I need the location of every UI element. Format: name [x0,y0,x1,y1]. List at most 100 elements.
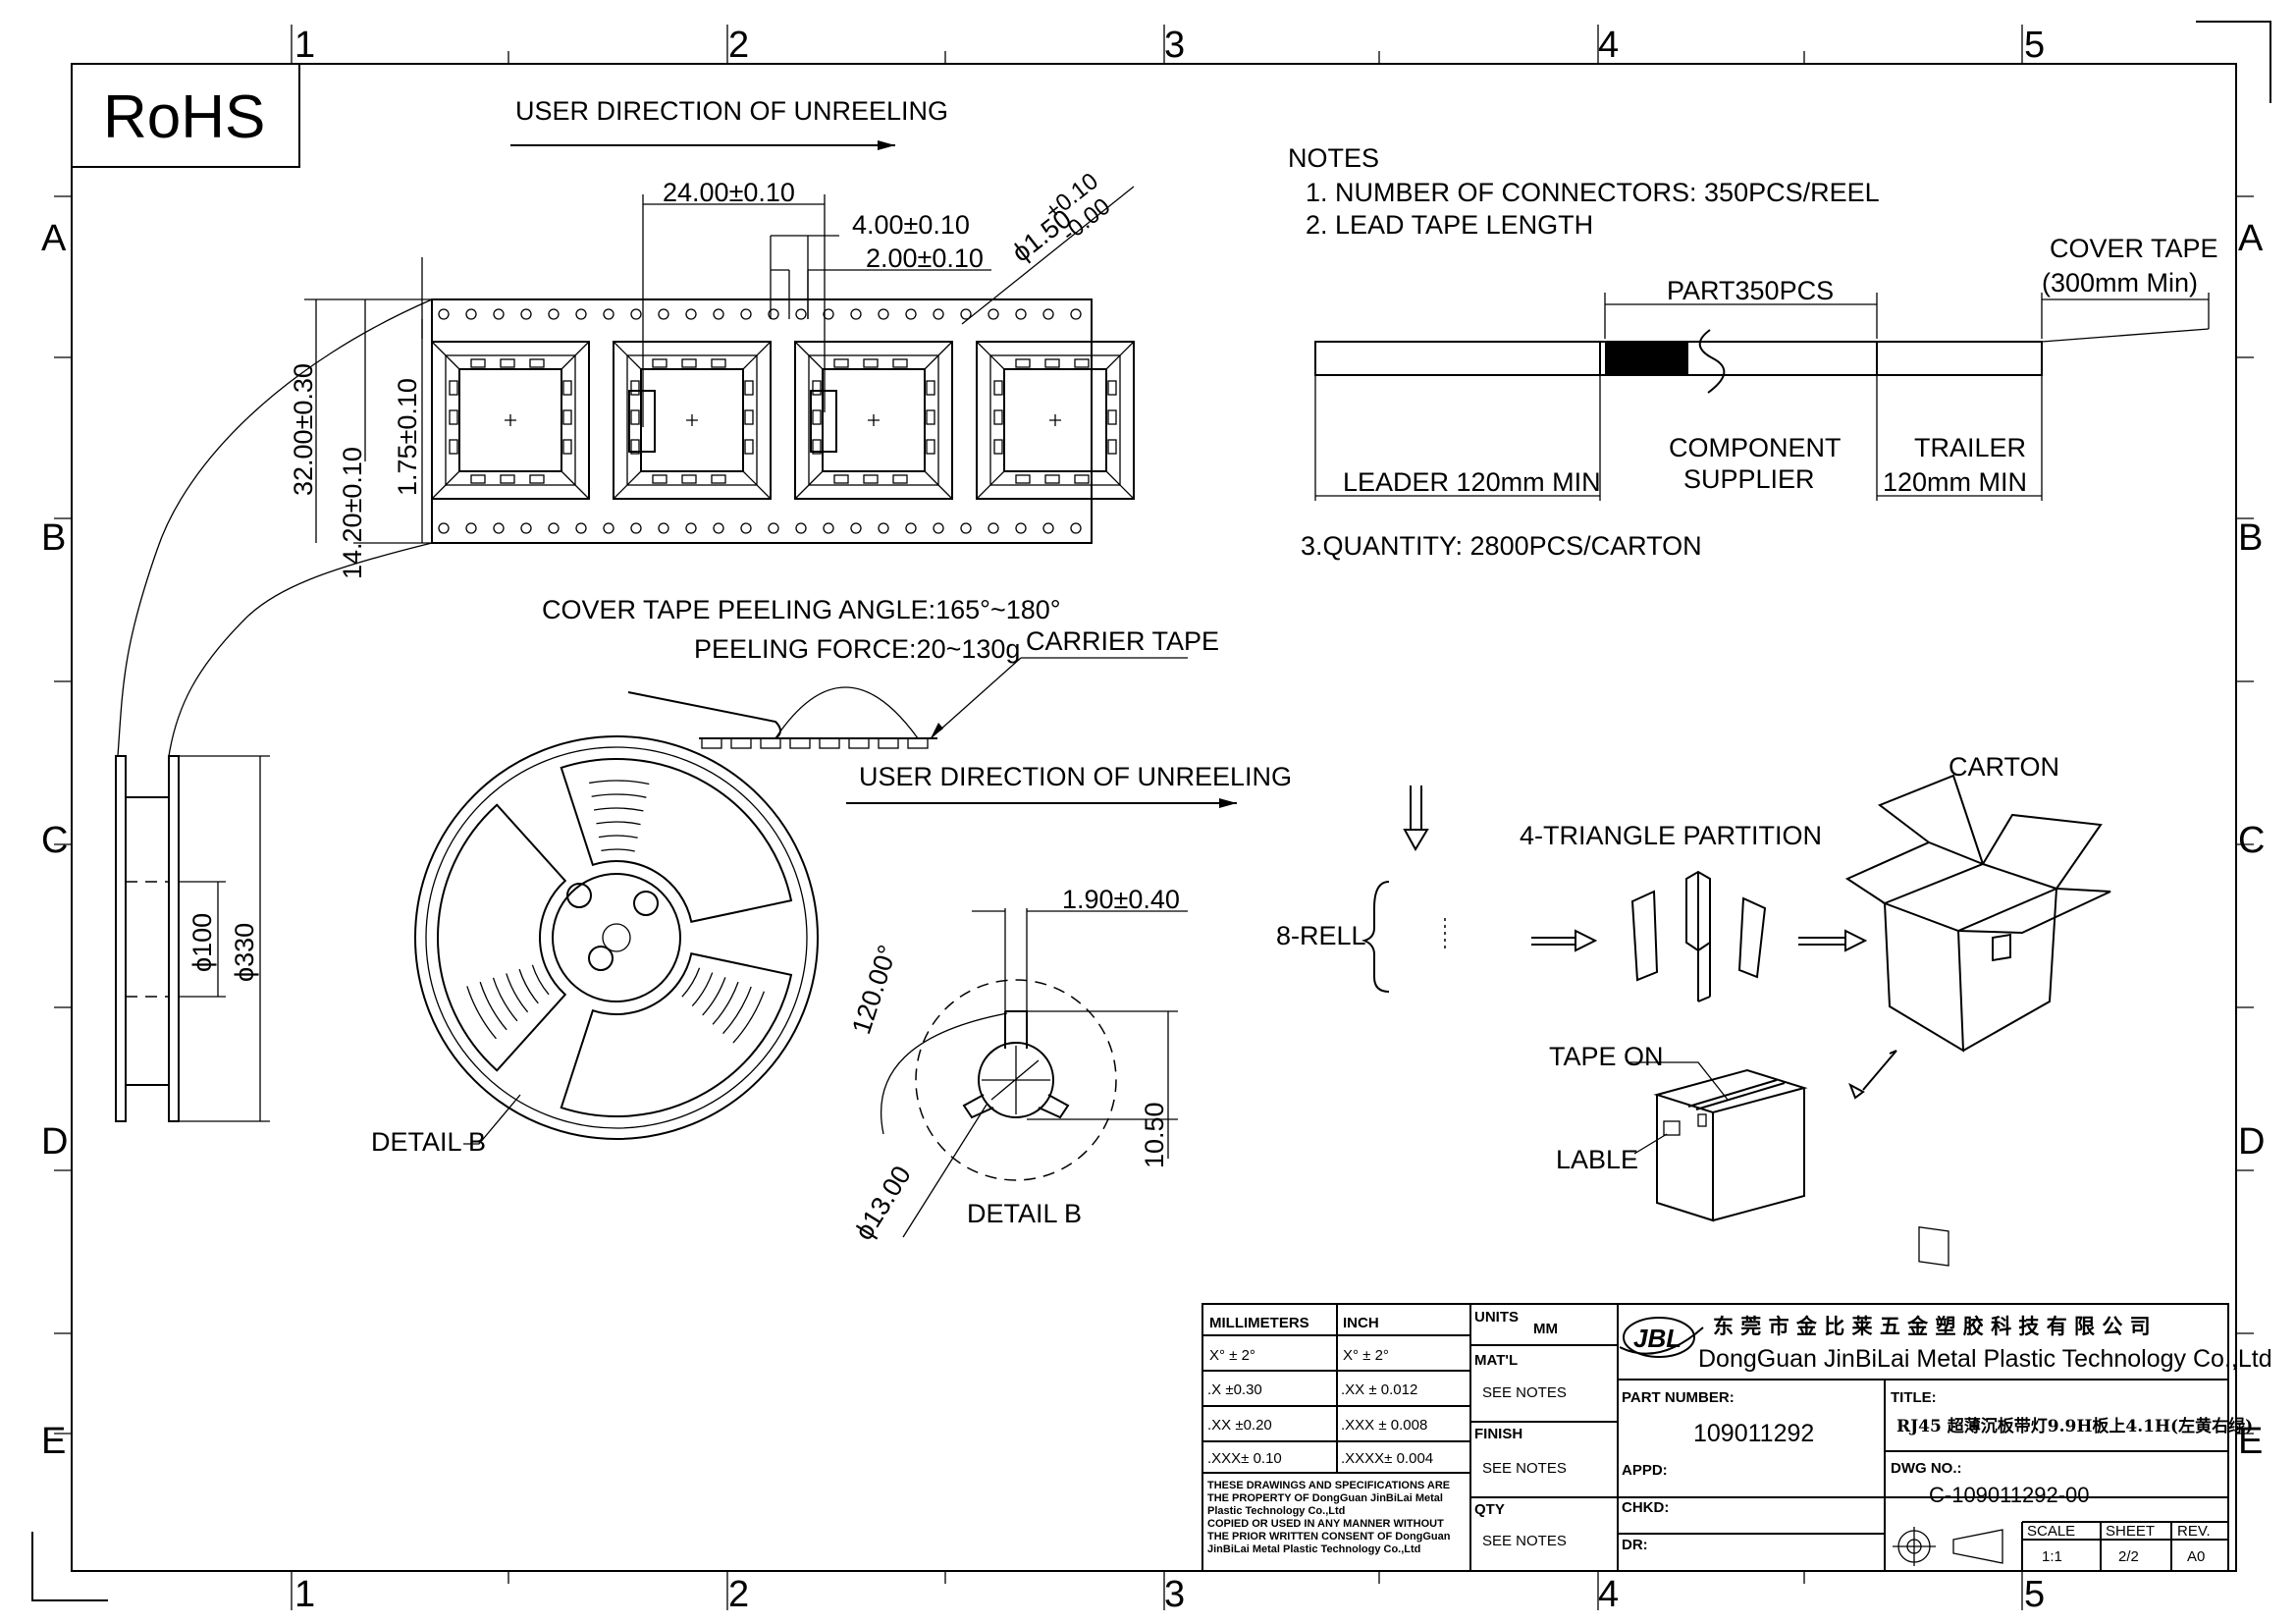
sprocket-hole [850,308,862,320]
peel-angle: COVER TAPE PEELING ANGLE:165°~180° [542,595,1061,624]
tb-dwg-value: C-109011292-00 [1929,1483,2090,1507]
tape-pocket [730,737,752,749]
tb-rev-value: A0 [2187,1548,2205,1565]
tape-pocket [907,737,929,749]
note-1: 1. NUMBER OF CONNECTORS: 350PCS/REEL [1306,178,1880,207]
unreel-direction: USER DIRECTION OF UNREELING [859,762,1292,791]
dim-edge: 1.75±0.10 [393,378,422,496]
col-label: 3 [1164,25,1185,66]
sprocket-hole [933,308,944,320]
reel-rib [591,793,647,798]
tb-company-en: DongGuan JinBiLai Metal Plastic Technolo… [1698,1345,2272,1373]
sprocket-hole [1042,308,1054,320]
sprocket-hole [520,308,532,320]
reel-window [560,758,793,923]
peel-force: PEELING FORCE:20~130g [694,634,1020,664]
tb-inch-row: .XX ± 0.012 [1341,1381,1417,1398]
sprocket-hole [878,308,889,320]
dim-angle: 120.00° [846,942,902,1038]
tb-inch-row: X° ± 2° [1343,1347,1389,1364]
tb-matl-value: SEE NOTES [1482,1384,1567,1401]
center-mark [686,414,698,426]
reel-windows [437,758,793,1117]
row-label: A [41,218,67,259]
tb-part-label: PART NUMBER: [1622,1389,1735,1406]
sprocket-hole [658,308,669,320]
partition-label: 4-TRIANGLE PARTITION [1520,821,1822,850]
reel-rib [681,967,701,998]
reel-rib [593,807,644,812]
tb-mm-row: .XXX± 0.10 [1207,1450,1282,1467]
sprocket-holes [438,308,1082,534]
tb-matl-label: MAT'L [1474,1352,1518,1369]
center-mark [868,414,880,426]
dim-tape-width: 32.00±0.30 [289,363,318,496]
row-label: C [41,820,68,861]
tb-disclaimer: JinBiLai Metal Plastic Technology Co.,Lt… [1207,1543,1420,1555]
tb-disclaimer: COPIED OR USED IN ANY MANNER WITHOUT [1207,1518,1444,1530]
sprocket-hole [1070,522,1082,534]
tb-h-inch: INCH [1343,1315,1379,1331]
tb-title-value: RJ45 超薄沉板带灯9.9H板上4.1H(左黄右绿) [1896,1416,2253,1436]
tb-rev-label: REV. [2177,1523,2211,1540]
tape-pocket [878,737,899,749]
sprocket-hole [520,522,532,534]
sprocket-hole [1015,522,1027,534]
sprocket-hole [548,308,560,320]
reels-label: 8-RELL [1276,921,1366,950]
sprocket-hole [438,308,450,320]
tb-scale-value: 1:1 [2042,1548,2062,1565]
sprocket-hole [740,522,752,534]
reel-rib [712,981,739,1025]
sprocket-hole [878,522,889,534]
reel-rib [492,977,518,1022]
dim-pitch: 24.00±0.10 [663,178,795,207]
pocket [431,341,590,500]
rohs-box: RoHS [71,63,300,168]
sprocket-hole [713,522,724,534]
row-label: B [2238,517,2263,559]
dim-hole-offset: 2.00±0.10 [866,244,984,273]
sprocket-hole [685,522,697,534]
tb-mm-row: .XX ±0.20 [1207,1417,1272,1434]
dim-height: 10.50 [1140,1102,1169,1168]
dim-outer-dia: ϕ330 [230,923,259,982]
sprocket-hole [658,522,669,534]
pockets [431,341,1135,500]
note-3: 3.QUANTITY: 2800PCS/CARTON [1301,531,1702,561]
row-label: D [2238,1121,2265,1163]
tb-chkd: CHKD: [1622,1499,1669,1516]
sprocket-hole [905,308,917,320]
dim-hub-dia: ϕ100 [187,913,217,972]
sprocket-hole [575,522,587,534]
tape-pocket [701,737,722,749]
reel-window [437,803,567,1072]
trailer-label: TRAILER [1914,433,2026,462]
reel-rib [506,973,529,1013]
col-label: 3 [1164,1574,1185,1615]
tb-finish-value: SEE NOTES [1482,1460,1567,1477]
carrier-tape-view: USER DIRECTION OF UNREELING 24.00±0.10 4… [117,96,1135,757]
tb-part-value: 109011292 [1693,1420,1814,1447]
sprocket-hole [960,522,972,534]
tb-sheet-value: 2/2 [2118,1548,2139,1565]
reel-rib [596,821,641,826]
sprocket-hole [988,522,999,534]
tb-units-label: UNITS [1474,1309,1519,1326]
tb-mm-row: X° ± 2° [1209,1347,1255,1364]
reel-rib [589,780,650,785]
center-mark [1049,414,1061,426]
tb-company-cn: 东 莞 市 金 比 莱 五 金 塑 胶 科 技 有 限 公 司 [1713,1315,2151,1338]
rohs-label: RoHS [103,83,265,151]
sprocket-hole [1015,308,1027,320]
tb-dwg-label: DWG NO.: [1891,1460,1962,1477]
svg-text:JBL: JBL [1633,1324,1682,1353]
col-label: 1 [294,25,315,66]
col-label: 2 [728,1574,749,1615]
tape-pocket [819,737,840,749]
reel-rib [601,848,635,852]
carton-label: CARTON [1949,752,2059,782]
tb-qty-label: QTY [1474,1501,1505,1518]
sprocket-hole [465,522,477,534]
